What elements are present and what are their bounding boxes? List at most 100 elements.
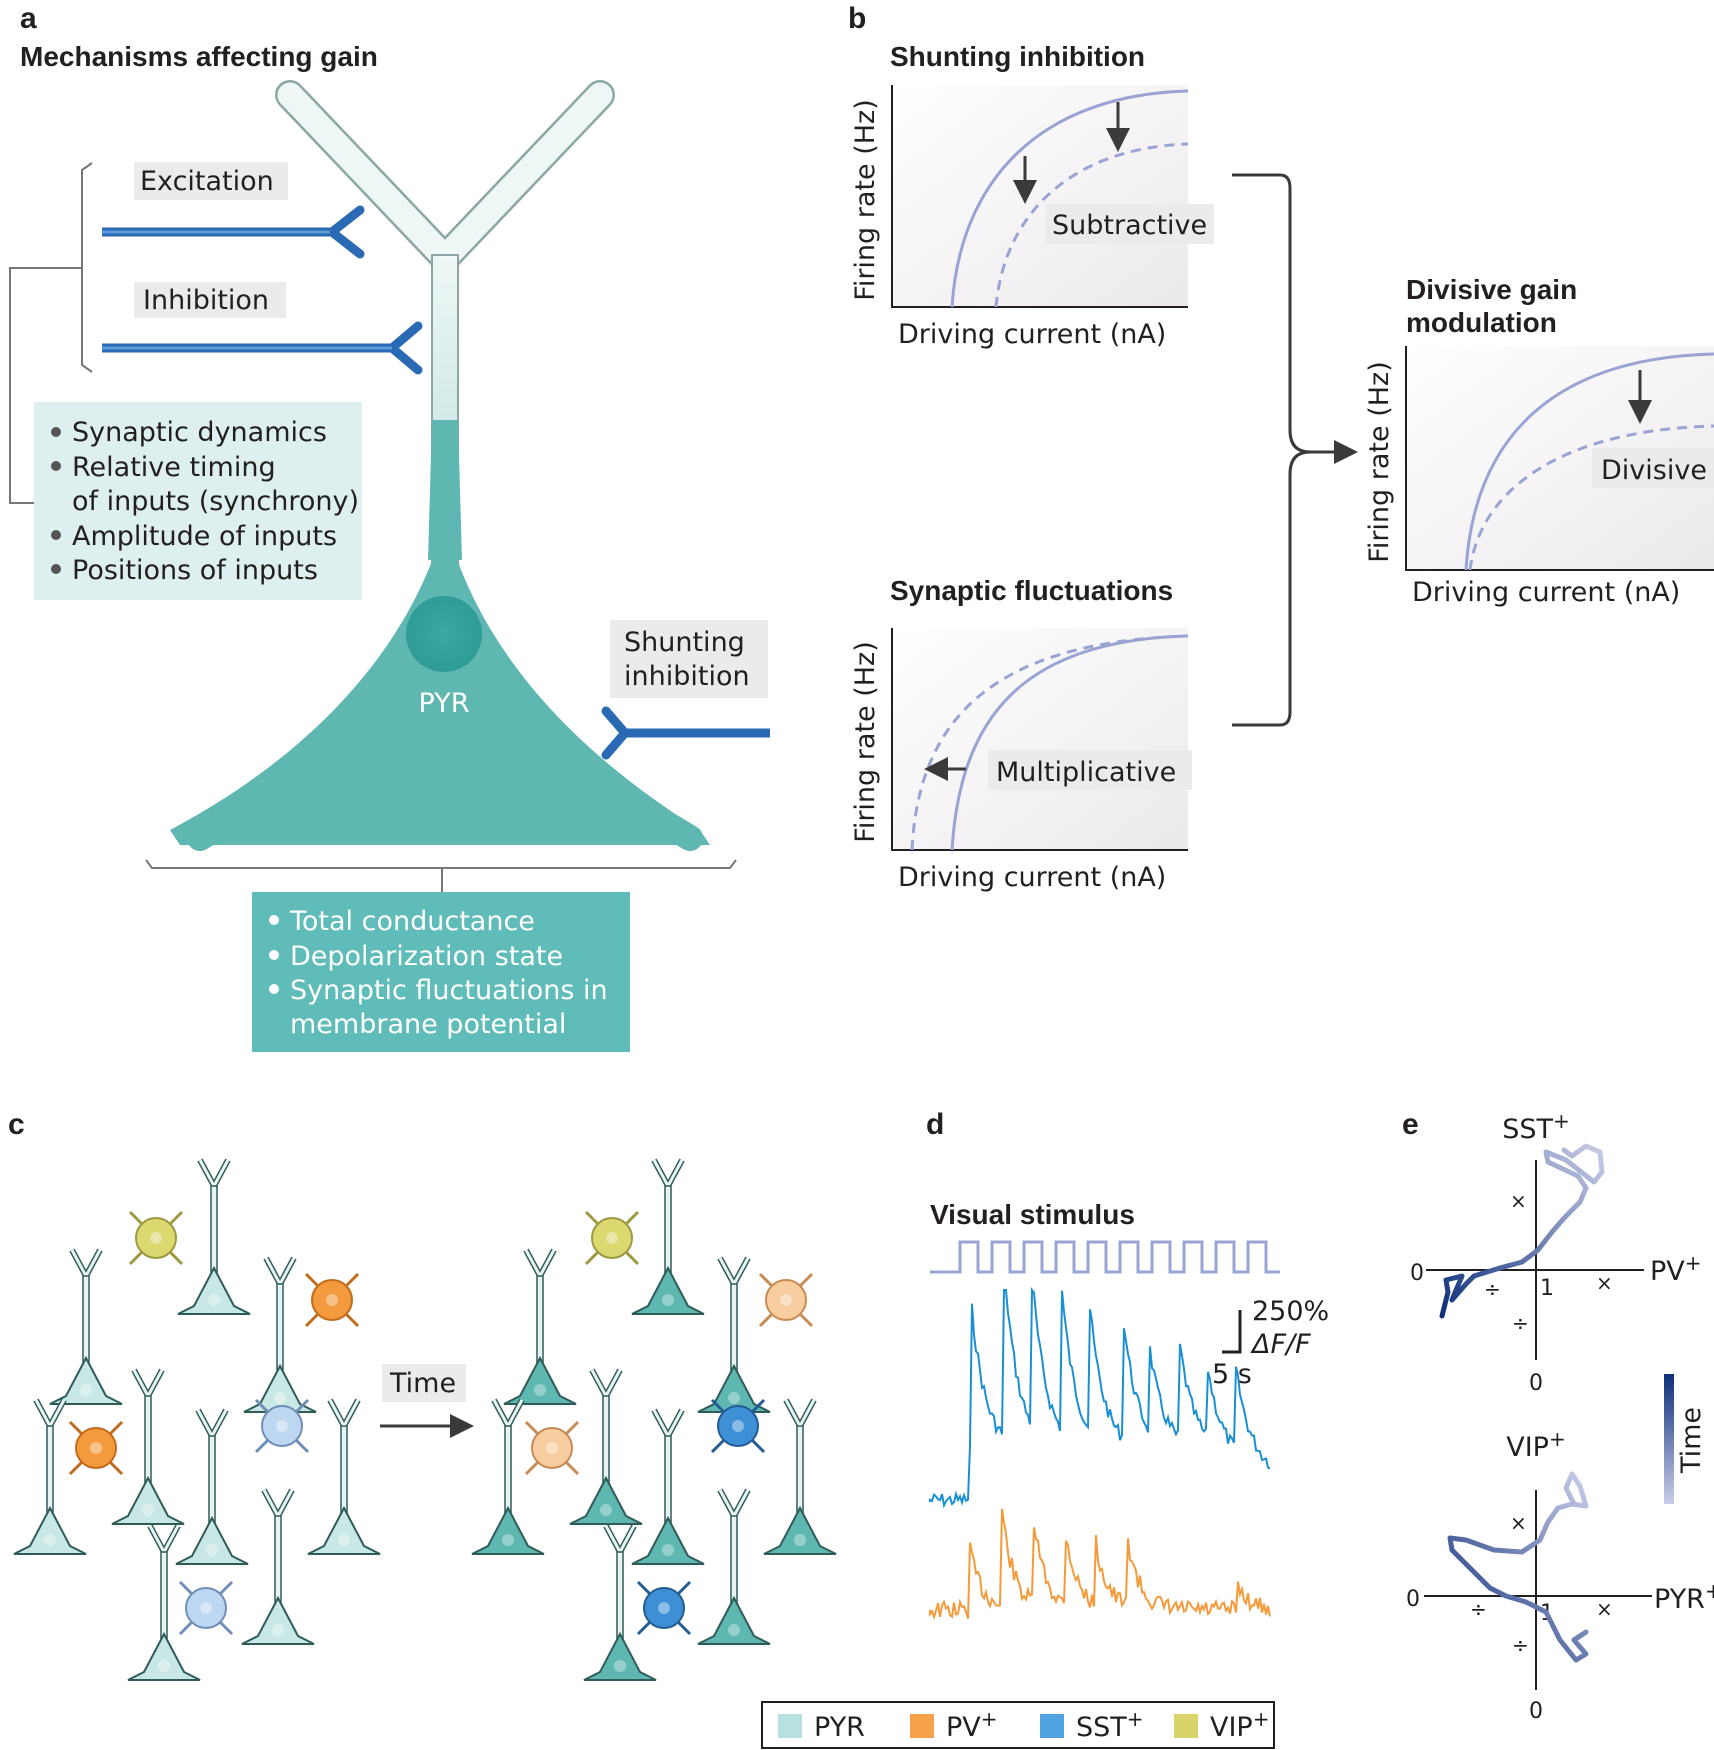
shunting-plot-title: Shunting inhibition [890,41,1145,72]
pyramidal-cell [243,1256,317,1413]
x-axis-label: Driving current (nA) [898,862,1166,893]
cell-type-legend: PYR PV+ SST+ VIP+ [761,1701,1275,1749]
vip-vs-pyr-plot: VIP+ PYR+ 0 0 1 × × ÷ ÷ [1406,1427,1714,1724]
panel-c: c Time PYR PV+ SST+ VIP+ [8,1108,1275,1749]
vip-pyr-trajectory [1447,1471,1589,1663]
soma-factors-box: Total conductance Depolarization state S… [252,892,630,1052]
legend-item: VIP+ [1174,1707,1269,1743]
synaptic-fluctuations-plot: Synaptic fluctuations Multiplicative Dri… [850,575,1192,893]
stimulus-title: Visual stimulus [930,1199,1135,1230]
legend-label: PV+ [946,1707,998,1743]
sst-interneuron [636,1580,692,1636]
shunting-label-line: inhibition [624,661,750,692]
scale-y-label: 250% [1252,1296,1329,1327]
legend-item: PYR [778,1712,865,1743]
bottom-origin-label: 0 [1529,1699,1543,1724]
legend-item: PV+ [910,1707,998,1743]
soma-list-item: membrane potential [290,1009,566,1040]
top-one-label: 1 [1540,1276,1554,1301]
scale-unit-label: ΔF/F [1250,1329,1311,1360]
pyramidal-cell [471,1398,545,1555]
pyramidal-cell [307,1398,381,1555]
soma-list-item: Depolarization state [290,941,563,972]
bottom-origin-label: 0 [1406,1587,1420,1612]
pv-calcium-trace [929,1508,1271,1621]
pyramidal-neuron: PYR [170,80,710,851]
bottom-y-label: VIP+ [1506,1427,1565,1463]
y-axis-label: Firing rate (Hz) [1364,361,1395,562]
time-colorbar: Time [1664,1374,1707,1504]
pv-interneuron [68,1420,124,1476]
legend-swatch [1174,1714,1198,1738]
pyramidal-cell [583,1524,657,1681]
cell-population-before [13,1158,381,1681]
inhibition-input: Inhibition [102,282,423,375]
multiply-symbol: × [1510,1189,1527,1213]
pyramidal-cell [697,1256,771,1413]
pyramidal-cell [177,1158,251,1315]
top-x-label: PV+ [1650,1251,1702,1287]
scale-x-label: 5 s [1212,1359,1252,1390]
bottom-x-label: PYR+ [1654,1579,1714,1615]
synaptic-list-item: Positions of inputs [72,555,318,586]
nucleus [406,596,482,672]
divide-symbol: ÷ [1484,1277,1501,1301]
legend-swatch [910,1714,934,1738]
pyr-label: PYR [419,688,470,719]
y-axis-label: Firing rate (Hz) [850,99,881,300]
panel-b-letter: b [848,2,866,35]
divisive-gain-plot: Divisive gain modulation Divisive Drivin… [1364,274,1714,608]
panel-c-letter: c [8,1108,25,1141]
fluctuations-plot-title: Synaptic fluctuations [890,575,1173,606]
excitation-input: Excitation [102,162,365,259]
panel-e-letter: e [1402,1108,1419,1141]
pyramidal-cell [49,1248,123,1405]
synaptic-mechanisms-box: Synaptic dynamics Relative timing of inp… [34,402,362,600]
sst-interneuron [710,1398,766,1454]
legend-swatch [778,1714,802,1738]
sst-interneuron [178,1580,234,1636]
legend-label: PYR [814,1712,865,1743]
x-axis-label: Driving current (nA) [1412,577,1680,608]
panel-a-letter: a [20,2,37,35]
legend-item: SST+ [1040,1707,1144,1743]
time-label: Time [389,1368,456,1399]
pyramidal-cell [111,1368,185,1525]
vip-interneuron [584,1210,640,1266]
vip-interneuron [128,1210,184,1266]
pyramidal-cell [763,1398,837,1555]
soma-list-item: Total conductance [289,906,535,937]
multiply-symbol: × [1596,1597,1613,1621]
scale-bar: 250% ΔF/F 5 s [1212,1296,1329,1390]
time-colorbar-label: Time [1676,1407,1707,1474]
pyramidal-cell [631,1158,705,1315]
pyramidal-cell [13,1398,87,1555]
y-axis-label: Firing rate (Hz) [850,641,881,842]
cell-population-after [471,1158,837,1681]
synaptic-list-item: Amplitude of inputs [72,521,337,552]
multiply-symbol: × [1510,1511,1527,1535]
divide-symbol: ÷ [1512,1633,1529,1657]
top-origin-label: 0 [1410,1261,1424,1286]
pyramidal-cell [241,1488,315,1645]
top-origin-label: 0 [1529,1371,1543,1396]
excitation-label: Excitation [140,166,274,197]
shunting-inhibition-input: Shunting inhibition [601,620,770,760]
soma-list-item: Synaptic fluctuations in [290,975,608,1006]
synaptic-list-item: Synaptic dynamics [72,417,327,448]
divisive-label: Divisive [1601,455,1707,486]
synaptic-list-item: of inputs (synchrony) [72,486,359,517]
legend-label: VIP+ [1210,1707,1269,1743]
pyramidal-cell [631,1408,705,1565]
stimulus-trace [930,1240,1280,1274]
panel-b: b Shunting inhibition Subtractive Drivin… [848,2,1714,893]
pyramidal-cell [503,1248,577,1405]
divide-symbol: ÷ [1512,1311,1529,1335]
sst-pv-trajectory [1439,1143,1605,1319]
sst-vs-pv-plot: SST+ PV+ 0 0 1 × × ÷ ÷ [1410,1109,1702,1396]
pv-interneuron [524,1420,580,1476]
legend-label: SST+ [1076,1707,1144,1743]
inhibition-label: Inhibition [143,285,269,316]
panel-a-title: Mechanisms affecting gain [20,41,378,72]
